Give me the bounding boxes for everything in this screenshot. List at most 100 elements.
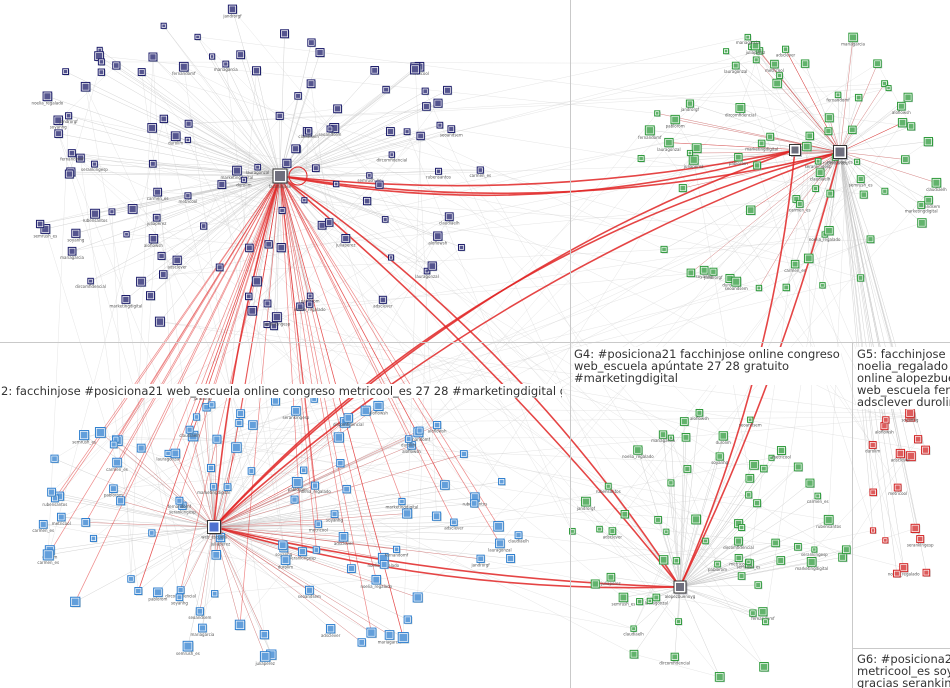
node-label: metricool [765, 68, 784, 73]
avatar-icon [248, 468, 256, 476]
avatar-icon [849, 126, 857, 134]
edge [726, 51, 840, 152]
edge [680, 585, 758, 587]
avatar-icon [193, 414, 200, 421]
hub-fill [275, 171, 285, 181]
group-label-g4: G4: #posiciona21 facchinjose online cong… [573, 347, 841, 385]
node-fill [901, 565, 907, 571]
node-fill [262, 653, 269, 660]
avatar-icon [806, 479, 815, 488]
node-label: durolim [168, 141, 183, 146]
node-fill [161, 116, 166, 121]
avatar-icon [904, 93, 913, 102]
node-fill [472, 501, 477, 506]
edge [48, 527, 214, 555]
node-fill [717, 674, 723, 680]
avatar-icon [827, 190, 835, 198]
node-fill [772, 62, 777, 67]
avatar-icon [755, 582, 762, 589]
node-fill [746, 36, 749, 39]
node-fill [138, 279, 144, 285]
node-fill [161, 272, 166, 277]
avatar-icon [113, 62, 121, 70]
hub-fill [792, 147, 799, 154]
node-fill [808, 559, 814, 565]
node-fill [884, 539, 887, 542]
node-fill [850, 127, 855, 132]
edge [304, 131, 308, 200]
node-fill [747, 493, 751, 497]
node-label: mariagarcia [841, 42, 865, 47]
avatar-icon [777, 73, 784, 80]
node-fill [905, 94, 911, 100]
strong-edge [48, 176, 280, 555]
node-fill [373, 577, 379, 583]
node-fill [598, 528, 601, 531]
avatar-icon [237, 410, 246, 419]
avatar-icon [687, 150, 693, 156]
node-fill [418, 133, 423, 138]
node-label: metricool [772, 455, 791, 460]
node-label: marketingdigital [221, 175, 254, 180]
node-fill [702, 268, 707, 273]
avatar-icon [149, 530, 156, 537]
node-label: soyanhg [711, 460, 728, 465]
node-fill [292, 497, 297, 502]
node-fill [693, 516, 699, 522]
node-fill [840, 554, 845, 559]
node-fill [388, 129, 393, 134]
node-fill [177, 498, 181, 502]
node-fill [656, 112, 659, 115]
avatar-icon [292, 145, 301, 154]
node-fill [478, 556, 483, 561]
node-fill [184, 643, 191, 650]
avatar-icon [630, 650, 639, 659]
node-fill [335, 106, 340, 111]
node-label: fernandomf [60, 157, 84, 162]
node-fill [382, 562, 387, 567]
node-fill [399, 634, 407, 642]
node-fill [319, 223, 324, 228]
node-fill [69, 249, 74, 254]
node-label: semrush_es [72, 440, 96, 445]
avatar-icon [209, 402, 216, 409]
avatar-icon [441, 481, 450, 490]
avatar-icon [801, 60, 809, 68]
avatar-icon [739, 525, 746, 532]
edge [212, 56, 280, 176]
node-fill [375, 403, 382, 410]
node-fill [261, 632, 267, 638]
avatar-icon [148, 124, 158, 134]
node-fill [177, 595, 181, 599]
node-fill [284, 160, 290, 166]
node-fill [308, 81, 313, 86]
node-label: carmen_es [147, 196, 169, 201]
avatar-icon [898, 119, 907, 128]
node-label: claudiaelh [298, 134, 319, 139]
node-fill [186, 194, 190, 198]
avatar-icon [63, 69, 70, 76]
node-fill [368, 174, 371, 177]
node-label: dircomfidencial [75, 284, 106, 289]
node-fill [282, 31, 288, 37]
node-fill [118, 498, 124, 504]
node-fill [856, 160, 859, 163]
node-fill [280, 209, 284, 213]
avatar-icon [216, 264, 224, 272]
node-fill [56, 131, 61, 136]
node-fill [607, 484, 610, 487]
avatar-icon [754, 162, 762, 170]
node-fill [429, 263, 435, 269]
avatar-icon [422, 88, 429, 95]
edge [280, 43, 311, 176]
avatar-icon [687, 269, 696, 278]
avatar-icon [301, 467, 308, 474]
node-fill [909, 124, 914, 129]
node-fill [386, 632, 392, 638]
node-label: seoandsem [298, 594, 321, 599]
edge [214, 527, 408, 620]
edge [141, 218, 157, 448]
avatar-icon [36, 220, 44, 228]
node-fill [756, 583, 760, 587]
node-fill [747, 560, 750, 563]
